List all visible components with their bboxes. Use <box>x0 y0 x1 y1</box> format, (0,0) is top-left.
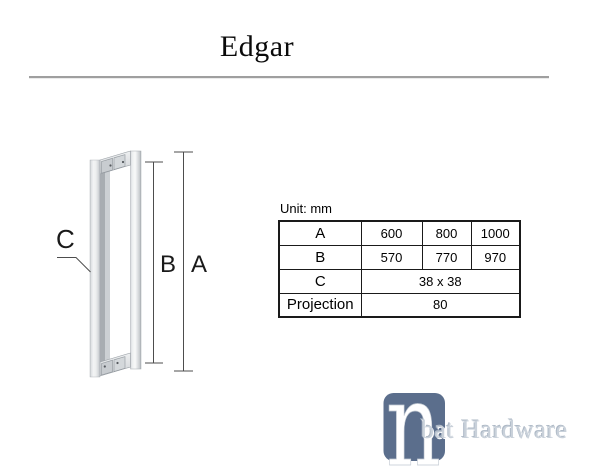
handle-drawing <box>89 150 142 378</box>
table-row-a: A 600 800 1000 <box>278 220 521 246</box>
screw-bottom-right-icon <box>116 361 119 365</box>
spec-section: Unit: mm A 600 800 1000 B 570 770 970 <box>278 201 521 318</box>
handle-front-bar <box>89 159 101 378</box>
logo-square <box>383 393 445 461</box>
brand-logo-mark: n <box>383 391 445 473</box>
dimensions-table: A 600 800 1000 B 570 770 970 C 38 x 38 P… <box>278 220 521 318</box>
mount-block-top-left <box>101 157 113 174</box>
cell-b-770: 770 <box>421 244 472 270</box>
cell-a-800: 800 <box>421 220 472 246</box>
brand-logo-text: bat Hardware <box>421 415 568 444</box>
dimension-label-c: C <box>56 224 75 254</box>
cell-b-970: 970 <box>470 244 521 270</box>
cell-a-600: 600 <box>360 220 423 246</box>
table-row-b: B 570 770 970 <box>278 244 521 270</box>
table-row-projection: Projection 80 <box>278 292 521 318</box>
cell-c-size: 38 x 38 <box>360 268 521 294</box>
handle-back-bar <box>130 150 142 370</box>
row-label-b: B <box>278 244 362 270</box>
dimension-line-a <box>174 151 193 372</box>
leader-line-c <box>57 257 91 273</box>
mount-block-bottom-left <box>101 359 113 376</box>
mount-block-bottom-right <box>113 356 126 372</box>
cell-a-1000: 1000 <box>470 220 521 246</box>
cell-b-570: 570 <box>360 244 423 270</box>
screw-top-right-icon <box>121 160 125 164</box>
screw-top-left-icon <box>109 164 112 167</box>
dimension-line-b <box>145 161 163 364</box>
handle-diagram: C B A <box>56 150 207 378</box>
row-label-projection: Projection <box>278 292 362 318</box>
row-label-a: A <box>278 220 362 246</box>
dimension-label-b: B <box>160 251 176 278</box>
unit-label: Unit: mm <box>280 201 332 216</box>
table-row-c: C 38 x 38 <box>278 268 521 294</box>
mount-block-top-right <box>113 154 126 170</box>
logo-n-letter: n <box>386 391 441 473</box>
dimension-label-a: A <box>191 251 207 278</box>
cell-projection: 80 <box>360 292 521 318</box>
screw-bottom-left-icon <box>103 365 106 368</box>
page-title: Edgar <box>219 30 295 63</box>
handle-inner-face-light <box>105 171 110 361</box>
title-divider <box>29 76 549 78</box>
row-label-c: C <box>278 268 362 294</box>
handle-inner-face-dark <box>100 172 105 363</box>
